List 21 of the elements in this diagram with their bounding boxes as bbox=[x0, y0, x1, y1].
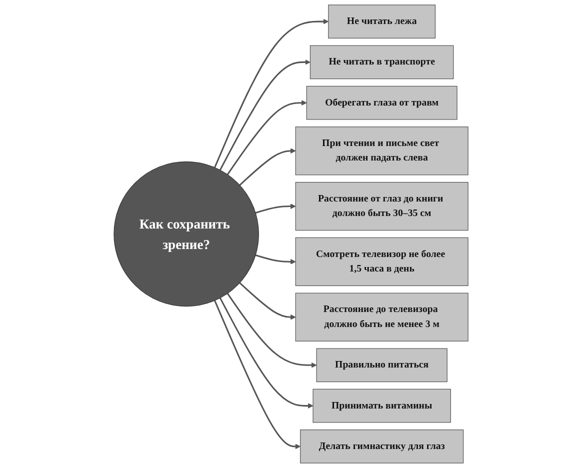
arrow bbox=[255, 204, 296, 214]
arrow bbox=[226, 100, 307, 175]
arrow bbox=[219, 59, 310, 170]
arrow bbox=[214, 18, 329, 168]
node-box: Расстояние до телевизора должно быть не менее 3 м bbox=[295, 292, 468, 342]
node-box: Делать гимнастику для глаз bbox=[300, 430, 464, 464]
node-box: Не читать лежа bbox=[328, 4, 436, 38]
node-box: Оберегать глаза от травм bbox=[306, 86, 458, 120]
arrow bbox=[214, 300, 301, 450]
node-box: Правильно питаться bbox=[316, 348, 448, 382]
node-circle: Как сохранить зрение? bbox=[114, 161, 259, 307]
node-box: Расстояние от глаз до книги должно быть 30–35 см bbox=[295, 182, 468, 231]
node-box: Принимать витамины bbox=[312, 388, 451, 423]
arrow bbox=[239, 148, 296, 186]
arrow bbox=[226, 293, 317, 368]
node-box: Смотреть телевизор не более 1,5 часа в день bbox=[295, 237, 468, 286]
node-box: Не читать в транспорте bbox=[310, 45, 454, 80]
node-box: При чтении и письме свет должен падать слева bbox=[295, 126, 468, 176]
arrow bbox=[255, 254, 296, 264]
arrow bbox=[239, 282, 296, 320]
arrow bbox=[219, 298, 314, 409]
